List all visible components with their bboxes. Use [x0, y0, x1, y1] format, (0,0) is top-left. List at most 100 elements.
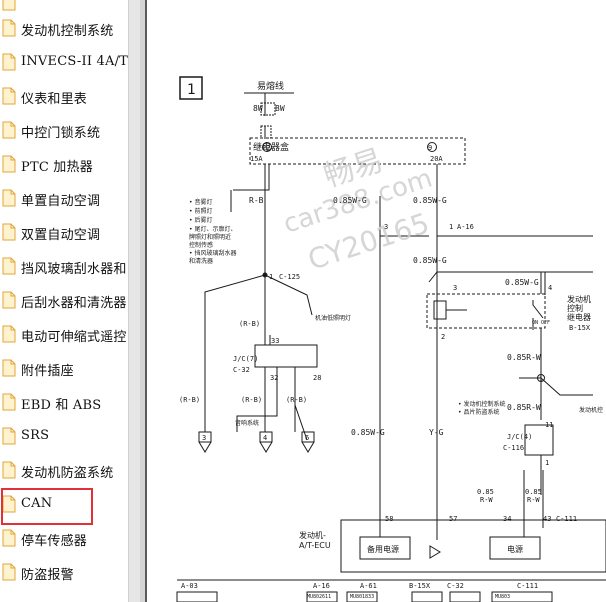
bottom-conn-c111: C-111 [517, 582, 538, 590]
bottom-conn-a03: A-03 [181, 582, 198, 590]
wire-085wg-4: 0.85W-G [505, 278, 539, 287]
connector-c116: C-116 [503, 444, 524, 452]
relay-title-1: 发动机 [567, 294, 591, 304]
wire-085wg-5: 0.85W-G [351, 428, 385, 437]
sidebar-item[interactable]: 挡风玻璃刮水器和 [0, 254, 128, 280]
pin-33: 33 [271, 337, 279, 345]
sidebar-item[interactable]: INVECS-II 4A/T [0, 50, 128, 76]
wire-rb-4: (R-B) [241, 396, 262, 404]
wiring-diagram: 畅易 car388.com CY20165 1 易熔线 8W 8W 继电器盒 2… [176, 76, 606, 602]
page-number: 1 [187, 82, 196, 98]
document-icon [2, 393, 16, 411]
sidebar-topic-tree: 发动机控制系统 INVECS-II 4A/T 仪表和里表中控门锁系统 PTC 加热器单… [0, 0, 128, 602]
sidebar-item[interactable]: 电动可伸缩式遥控 [0, 322, 128, 348]
sidebar-item[interactable]: 防盗报警 [0, 560, 128, 586]
sidebar-item-label: 防盗报警 [21, 568, 74, 583]
pin-32: 32 [270, 374, 278, 382]
sidebar-item[interactable]: 单置自动空调 [0, 186, 128, 212]
sidebar-item-label: SRS [21, 428, 50, 443]
ecu-label-2: A/T-ECU [299, 541, 331, 550]
relay-pin-3: 3 [453, 284, 457, 292]
power-label: 电源 [507, 544, 523, 554]
ground-6: 6 [305, 434, 309, 442]
sidebar-scrollbar[interactable] [128, 0, 140, 602]
ground-3: 3 [202, 434, 206, 442]
engine-ctrl-side: 发动机控 [579, 406, 603, 414]
audio-system-label: 音响系统 [235, 419, 259, 427]
relay-title-2: 控制 [567, 303, 583, 313]
pin-34: 34 [503, 515, 511, 523]
sidebar-item-label: 挡风玻璃刮水器和 [21, 262, 127, 277]
sidebar-item[interactable]: 发动机防盗系统 [0, 458, 128, 484]
fuse-8w-b: 8W [275, 104, 285, 113]
relay-pin-4: 4 [548, 284, 552, 292]
bottom-conn-a16: A-16 [313, 582, 330, 590]
document-icon [2, 427, 16, 445]
pin-43: 43 [543, 515, 551, 523]
pane-divider [145, 0, 147, 602]
bottom-conn-b15x: B-15X [409, 582, 431, 590]
svg-text:牌照灯和照明近: 牌照灯和照明近 [189, 233, 231, 241]
sidebar-item[interactable]: 仪表和里表 [0, 84, 128, 110]
part-number-2: MU801833 [350, 594, 374, 600]
relay-box-label: 继电器盒 [253, 141, 289, 153]
document-icon [2, 189, 16, 207]
document-icon [2, 291, 16, 309]
amp-20a: 20A [430, 155, 443, 163]
svg-text:• 前照灯: • 前照灯 [189, 207, 212, 215]
sidebar-item[interactable]: PTC 加热器 [0, 152, 128, 178]
wire-rb-2: (R-B) [239, 320, 260, 328]
connector-b15x: B-15X [569, 324, 591, 332]
wire-rw-a: R-W [480, 496, 493, 504]
wire-085-a: 0.85 [477, 488, 494, 496]
sidebar-item-label: 单置自动空调 [21, 194, 101, 209]
document-icon [2, 257, 16, 275]
pane-splitter[interactable] [140, 0, 145, 602]
connector-c32: C-32 [233, 366, 250, 374]
pin-28: 28 [313, 374, 321, 382]
jc7-label: J/C(7) [233, 355, 258, 363]
document-icon [2, 0, 16, 11]
document-icon [2, 223, 16, 241]
jc4-label: J/C(4) [507, 433, 532, 441]
wire-085rw-2: 0.85R-W [507, 403, 541, 412]
relay-title-3: 继电器 [567, 312, 591, 322]
fusible-link-label: 易熔线 [257, 80, 284, 92]
document-icon [2, 121, 16, 139]
svg-text:• 尾灯、示廓灯、: • 尾灯、示廓灯、 [189, 225, 236, 233]
svg-text:• 后雾灯: • 后雾灯 [189, 216, 212, 224]
wire-085wg-3: 0.85W-G [413, 256, 447, 265]
svg-text:• 挡风玻璃刮水器: • 挡风玻璃刮水器 [189, 249, 236, 257]
sidebar-item[interactable]: EBD 和 ABS [0, 390, 128, 416]
ground-4: 4 [263, 434, 267, 442]
ecu-label-1: 发动机- [299, 530, 326, 540]
wiring-diagram-viewer[interactable]: 畅易 car388.com CY20165 1 易熔线 8W 8W 继电器盒 2… [147, 0, 606, 602]
sidebar-item-label: 发动机控制系统 [21, 24, 114, 39]
backup-power-label: 备用电源 [367, 544, 399, 554]
sidebar-item[interactable]: 双置自动空调 [0, 220, 128, 246]
wire-rb-5: (R-B) [286, 396, 307, 404]
document-icon [2, 325, 16, 343]
sidebar-item[interactable]: SRS [0, 424, 128, 450]
selected-item-highlight [1, 488, 93, 525]
wire-085rw-1: 0.85R-W [507, 353, 541, 362]
document-icon [2, 19, 16, 37]
splice-1: 1 [539, 376, 543, 383]
part-number-1: MU802611 [307, 594, 331, 600]
connector-22: 22 [262, 144, 270, 152]
wire-rb-1: R-B [249, 196, 264, 205]
sidebar-item[interactable]: 后刮水器和清洗器 [0, 288, 128, 314]
sidebar-item[interactable]: 停车传感器 [0, 526, 128, 552]
sidebar-item[interactable]: CAN [0, 492, 128, 518]
sidebar-item-label: EBD 和 ABS [21, 398, 102, 413]
sidebar-item[interactable]: 发动机控制系统 [0, 16, 128, 42]
sidebar-item[interactable]: 附件插座 [0, 356, 128, 382]
sidebar-item[interactable]: 中控门锁系统 [0, 118, 128, 144]
wire-rb-3: (R-B) [179, 396, 200, 404]
part-number-3: MU803 [495, 594, 510, 600]
bottom-conn-c32: C-32 [447, 582, 464, 590]
pin-1a: 1 [449, 223, 453, 231]
svg-text:控制传感: 控制传感 [189, 241, 213, 249]
pin-58: 58 [385, 515, 393, 523]
sidebar-item-partial-top[interactable] [0, 0, 128, 16]
